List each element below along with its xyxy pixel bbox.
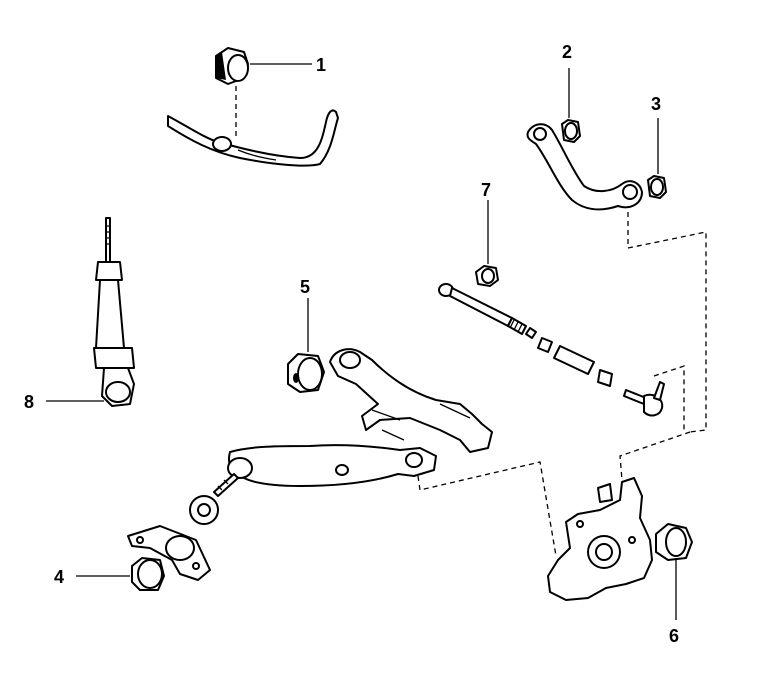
suspension-member [329,348,493,453]
knuckle-dash [619,431,691,481]
callout-3: 3 [651,94,661,114]
lower-arm-bolt [213,473,239,497]
bushing-7 [475,265,499,287]
callout-1: 1 [316,55,326,75]
bushing-bracket [127,525,211,581]
callout-7: 7 [481,180,491,200]
cam-plate [189,495,219,525]
callout-2: 2 [562,42,572,62]
lower-control-arm [227,444,437,487]
rear-axle-carrier [547,477,653,601]
strut-rod [438,283,665,417]
strut-rod-dash [653,365,685,430]
stabilizer-bushing-1 [215,47,249,85]
bushing-3 [647,175,667,199]
callout-6: 6 [669,626,679,646]
shock-absorber [93,217,135,407]
callout-4: 4 [54,567,64,587]
upper-control-arm [526,123,643,211]
lower-arm-dash [417,461,557,557]
callout-5: 5 [300,277,310,297]
callout-8: 8 [24,392,34,412]
stabilizer-bar [167,109,339,167]
bushing-4 [131,557,165,591]
bushing-6 [655,523,693,561]
bushing-5 [287,353,325,393]
upper-arm-dash [627,212,707,433]
bushing-2 [561,119,581,143]
